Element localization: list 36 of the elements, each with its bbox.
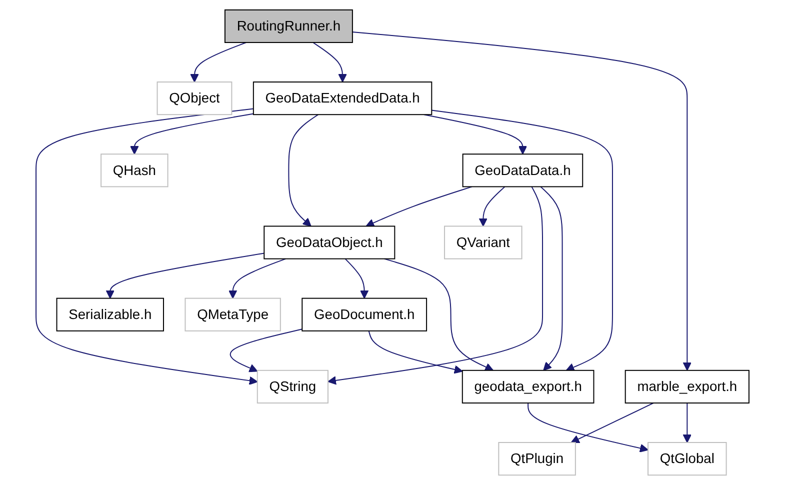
node-box: QHash <box>100 154 168 188</box>
node-box: QObject <box>156 82 232 116</box>
node-box: QMetaType <box>184 298 281 332</box>
node-box: QVariant <box>444 226 522 260</box>
arrow <box>528 402 648 452</box>
node-box: QtGlobal <box>648 442 727 476</box>
node-box: geodata_export.h <box>462 370 594 404</box>
arrow <box>288 114 319 227</box>
arrow <box>424 114 528 154</box>
node-box: GeoDataObject.h <box>264 226 396 260</box>
arrow <box>328 186 544 385</box>
arrow <box>352 31 692 371</box>
arrow <box>384 258 494 372</box>
arrow <box>228 258 286 299</box>
node-box: Serializable.h <box>56 298 164 332</box>
arrow <box>106 252 265 299</box>
arrow <box>366 186 472 227</box>
arrow <box>431 110 613 372</box>
arrow <box>478 186 506 227</box>
node-box: GeoDataExtendedData.h <box>252 82 432 116</box>
node-box: RoutingRunner.h <box>224 9 353 43</box>
arrow <box>368 330 463 374</box>
node-box: GeoDataData.h <box>462 154 584 188</box>
node-box: marble_export.h <box>624 370 750 404</box>
arrow <box>344 258 369 299</box>
arrow <box>230 328 303 372</box>
arrow <box>682 402 692 443</box>
arrow <box>540 186 563 371</box>
arrow <box>130 113 254 154</box>
node-box: GeoDocument.h <box>302 298 428 332</box>
arrow <box>190 42 247 82</box>
node-box: QString <box>256 370 328 404</box>
arrow <box>36 108 258 385</box>
arrow <box>570 402 654 444</box>
node-box: QtPlugin <box>498 442 576 476</box>
arrow <box>312 42 347 82</box>
